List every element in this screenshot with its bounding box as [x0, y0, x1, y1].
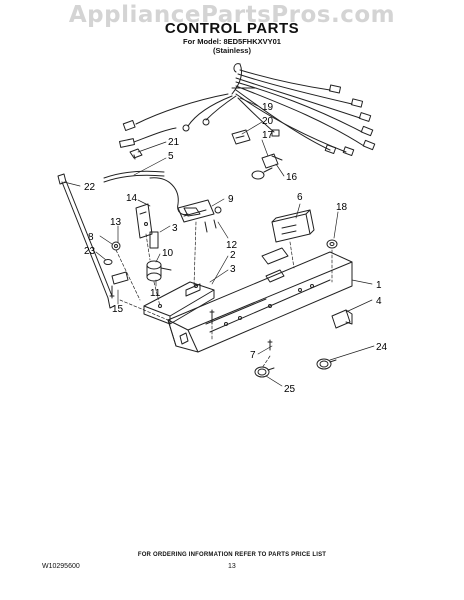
thermistor-lead: [149, 177, 201, 217]
callout-2: 2: [230, 250, 236, 261]
grommet: [326, 239, 338, 249]
callout-25: 25: [284, 384, 296, 395]
control-knob: [146, 231, 172, 282]
screws: [209, 309, 273, 351]
wire-clip: [129, 148, 143, 160]
callout-numbers: 22 21 5 19 20 17 16 9 14 13 3 12 10 8 23…: [84, 102, 388, 395]
callout-22: 22: [84, 182, 96, 193]
callout-17: 17: [262, 130, 274, 141]
callout-21: 21: [168, 137, 180, 148]
control-board: [271, 209, 315, 243]
page-title: CONTROL PARTS: [164, 20, 300, 37]
callout-15: 15: [112, 304, 124, 315]
callout-19: 19: [262, 102, 274, 113]
model-number: For Model: 8ED5FHKXVY01: [183, 37, 281, 46]
callout-9: 9: [228, 194, 234, 205]
lamp-socket: [251, 153, 283, 180]
callout-13: 13: [110, 217, 122, 228]
callout-11: 11: [150, 288, 161, 299]
document-number: W10295600: [42, 563, 80, 570]
ordering-note: FOR ORDERING INFORMATION REFER TO PARTS …: [137, 552, 327, 558]
switch-part: [231, 129, 251, 145]
callout-6: 6: [297, 192, 303, 203]
callout-3a: 3: [172, 223, 178, 234]
callout-8: 8: [88, 232, 94, 243]
callout-20: 20: [262, 116, 274, 127]
side-bracket: [331, 309, 353, 329]
sensor-tube: [103, 170, 165, 183]
callout-12: 12: [226, 240, 238, 251]
assembly-lines: [115, 221, 333, 369]
callout-4: 4: [376, 296, 382, 307]
callout-14: 14: [126, 193, 138, 204]
callout-24: 24: [376, 342, 388, 353]
callout-3b: 3: [230, 264, 236, 275]
callout-10: 10: [162, 248, 174, 259]
page-number: 13: [228, 563, 236, 570]
leader-lines: [63, 97, 375, 387]
control-rod: [57, 173, 115, 309]
mounting-bracket: [135, 203, 153, 239]
callout-5: 5: [168, 151, 174, 162]
indicator-lights: [254, 358, 337, 378]
control-housing: [167, 247, 353, 353]
callout-18: 18: [336, 202, 348, 213]
watermark: AppliancePartsPros.com: [68, 2, 396, 28]
callout-7: 7: [250, 350, 256, 361]
thermostat-assembly: [177, 199, 222, 233]
callout-16: 16: [286, 172, 298, 183]
wire-harness: [119, 63, 376, 157]
finish-label: (Stainless): [213, 46, 251, 55]
callout-23: 23: [84, 246, 96, 257]
callout-1: 1: [376, 280, 382, 291]
